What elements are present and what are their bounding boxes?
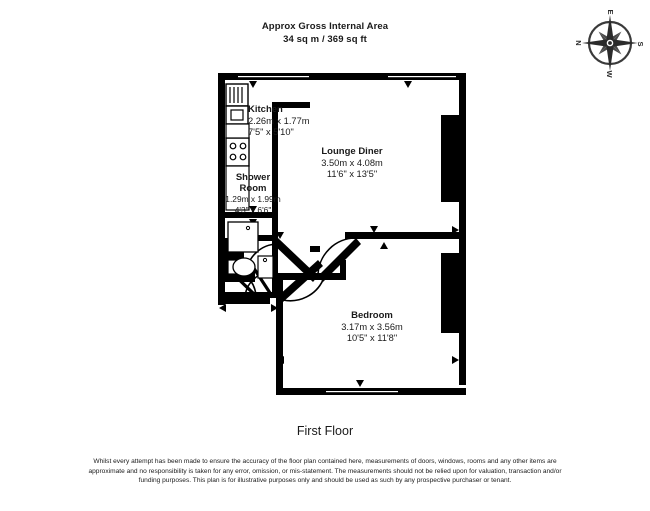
- shower-room-imperial: 4'3" x 6'6": [234, 204, 272, 215]
- page-header: Approx Gross Internal Area 34 sq m / 369…: [0, 20, 650, 46]
- bedroom-imperial: 10'5" x 11'8": [346, 333, 398, 343]
- compass-label-north: N: [575, 40, 583, 45]
- room-label-lounge-diner: Lounge Diner 3.50m x 4.08m 11'6" x 13'5": [262, 146, 442, 181]
- shower-room-name-line2: Room: [239, 182, 267, 194]
- room-label-bedroom: Bedroom 3.17m x 3.56m 10'5" x 11'8": [282, 310, 462, 345]
- room-label-shower-room: Shower Room 1.29m x 1.99m 4'3" x 6'6": [203, 172, 303, 215]
- compass-label-west: W: [605, 70, 614, 78]
- gross-internal-area-value: 34 sq m / 369 sq ft: [283, 34, 367, 45]
- fridge-freezer-icon: [225, 83, 249, 125]
- floor-plan-svg: [218, 73, 466, 395]
- floor-caption: First Floor: [296, 424, 354, 438]
- compass-rose-icon: E S W N: [574, 8, 645, 78]
- lounge-diner-imperial: 11'6" x 13'5": [326, 169, 378, 179]
- disclaimer-text: Whilst every attempt has been made to en…: [88, 458, 562, 485]
- bedroom-metric: 3.17m x 3.56m: [341, 321, 403, 332]
- shower-room-fixtures: [227, 221, 274, 279]
- windows: [238, 76, 456, 393]
- bedroom-name: Bedroom: [351, 310, 393, 321]
- basin-icon: [257, 255, 274, 279]
- toilet-icon: [227, 257, 256, 277]
- lounge-diner-metric: 3.50m x 4.08m: [321, 157, 383, 168]
- shower-room-name-line1: Shower: [235, 172, 271, 183]
- gross-internal-area-title: Approx Gross Internal Area: [261, 21, 389, 32]
- walls: [218, 73, 466, 395]
- room-label-kitchen: Kitchen 2.26m x 1.77m 7'5" x 5'10": [248, 104, 368, 139]
- compass-label-east: E: [606, 9, 615, 14]
- hob-cooker-icon: [225, 137, 250, 167]
- compass-label-south: S: [636, 41, 645, 46]
- kitchen-name: Kitchen: [248, 104, 283, 115]
- kitchen-fixtures: [225, 83, 250, 211]
- kitchen-metric: 2.26m x 1.77m: [248, 115, 310, 126]
- shower-tray-icon: [227, 221, 259, 253]
- floor-plan-drawing: Kitchen 2.26m x 1.77m 7'5" x 5'10" Loung…: [0, 60, 650, 410]
- lounge-diner-name: Lounge Diner: [321, 146, 383, 157]
- shower-room-metric: 1.29m x 1.99m: [225, 194, 281, 204]
- kitchen-imperial: 7'5" x 5'10": [248, 127, 294, 137]
